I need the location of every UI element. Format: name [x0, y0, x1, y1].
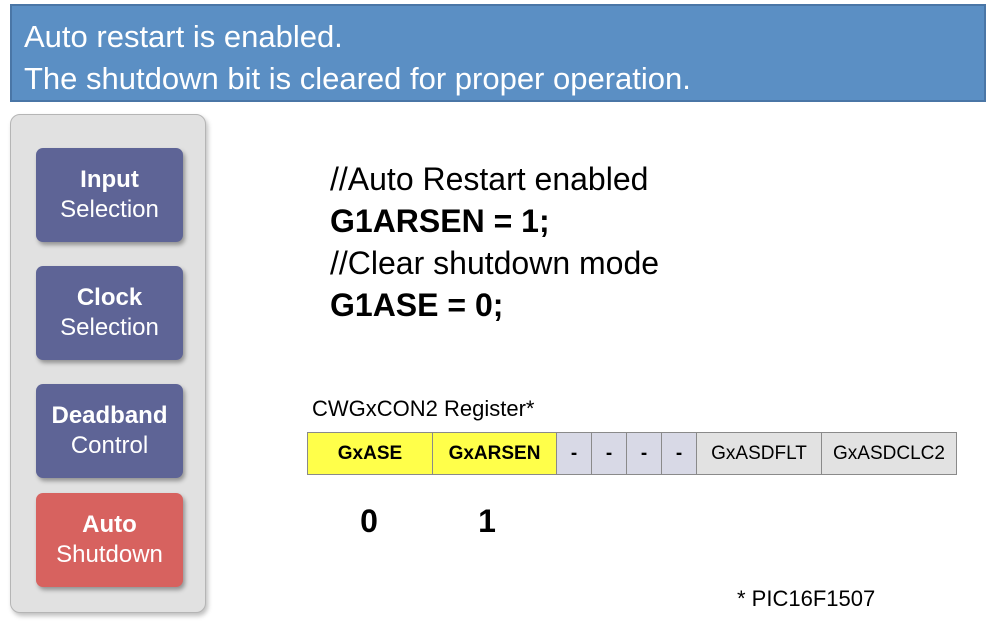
code-comment-auto-restart: //Auto Restart enabled: [330, 161, 649, 197]
register-bit-gxasdclc2: GxASDCLC2: [821, 432, 957, 475]
register-bit-unused: -: [626, 432, 662, 475]
nav-item-bold-label: Clock: [76, 284, 143, 311]
nav-item-bold-label: Auto: [82, 511, 137, 538]
register-bit-unused: -: [556, 432, 592, 475]
nav-item-bold-label: Input: [80, 166, 139, 193]
nav-input-selection-button[interactable]: Input Selection: [36, 148, 183, 242]
footnote: * PIC16F1507: [737, 586, 876, 611]
register-bit-unused: -: [661, 432, 697, 475]
code-statement-arsen: G1ARSEN = 1;: [330, 203, 550, 239]
code-statement-ase: G1ASE = 0;: [330, 287, 504, 323]
register-bit-gxasdflt: GxASDFLT: [696, 432, 822, 475]
header-line-1: Auto restart is enabled.: [24, 19, 343, 54]
nav-clock-selection-button[interactable]: Clock Selection: [36, 266, 183, 360]
nav-item-label: Shutdown: [56, 541, 163, 568]
register-bit-row: GxASE GxARSEN - - - - GxASDFLT GxASDCLC2: [307, 432, 957, 475]
code-block: //Auto Restart enabled G1ARSEN = 1; //Cl…: [330, 158, 659, 326]
nav-item-label: Selection: [60, 196, 159, 223]
nav-panel: Input Selection Clock Selection Deadband…: [10, 114, 206, 613]
nav-item-label: Control: [70, 432, 149, 459]
register-table: GxASE GxARSEN - - - - GxASDFLT GxASDCLC2: [307, 432, 957, 475]
register-bit-gxase: GxASE: [307, 432, 433, 475]
nav-auto-shutdown-button[interactable]: Auto Shutdown: [36, 493, 183, 587]
register-title: CWGxCON2 Register*: [312, 396, 535, 421]
register-bit-gxarsen: GxARSEN: [432, 432, 557, 475]
code-comment-clear-shutdown: //Clear shutdown mode: [330, 245, 660, 281]
slide-header: Auto restart is enabled. The shutdown bi…: [10, 4, 986, 102]
header-line-2: The shutdown bit is cleared for proper o…: [24, 61, 691, 96]
nav-deadband-control-button[interactable]: Deadband Control: [36, 384, 183, 478]
nav-item-bold-label: Deadband: [51, 402, 168, 429]
nav-item-label: Selection: [60, 314, 159, 341]
register-bit-unused: -: [591, 432, 627, 475]
gxarsen-value: 1: [478, 503, 496, 539]
gxase-value: 0: [360, 503, 378, 539]
